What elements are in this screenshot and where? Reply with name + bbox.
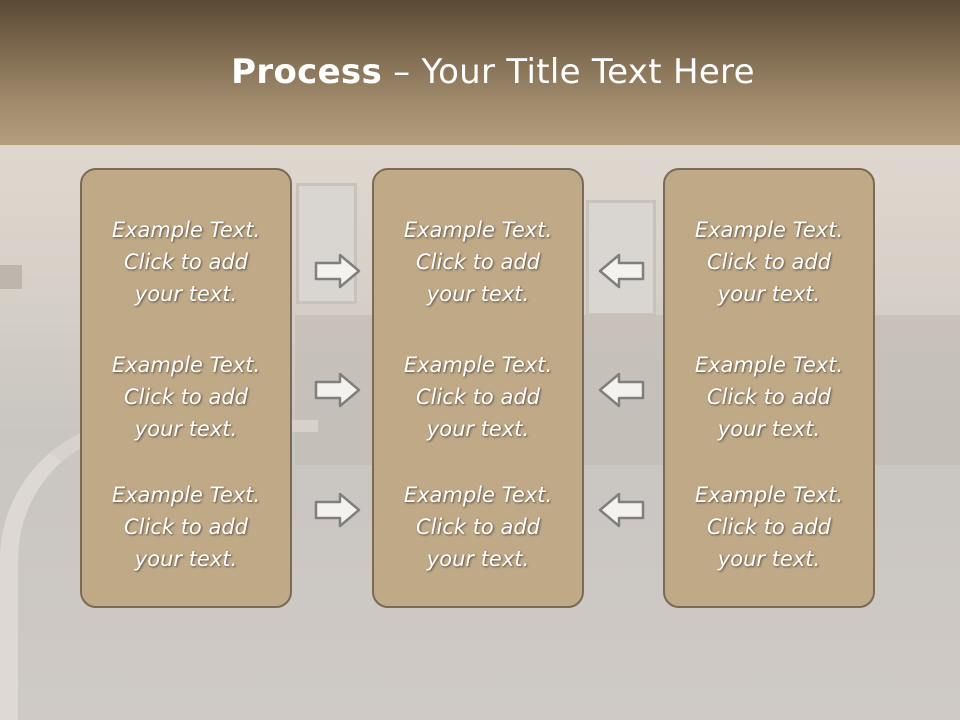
header-band — [0, 0, 960, 145]
text-line: Click to add — [706, 385, 831, 409]
text-line: Example Text. — [403, 218, 553, 242]
text-block[interactable]: Example Text. Click to add your text. — [665, 349, 873, 445]
title-rest: – Your Title Text Here — [382, 52, 755, 92]
text-line: Example Text. — [111, 218, 261, 242]
text-line: Example Text. — [694, 218, 844, 242]
text-line: Example Text. — [694, 353, 844, 377]
text-block[interactable]: Example Text. Click to add your text. — [665, 479, 873, 575]
page-title: Process – Your Title Text Here — [0, 52, 960, 92]
text-block[interactable]: Example Text. Click to add your text. — [82, 479, 290, 575]
text-line: your text. — [717, 282, 821, 306]
text-line: your text. — [426, 547, 530, 571]
text-block[interactable]: Example Text. Click to add your text. — [82, 349, 290, 445]
text-line: Click to add — [706, 250, 831, 274]
background-monitor — [586, 200, 656, 316]
process-box-center[interactable]: Example Text. Click to add your text. Ex… — [372, 168, 584, 608]
text-line: Click to add — [123, 250, 248, 274]
title-bold: Process — [231, 52, 383, 92]
right-arrow-icon — [314, 372, 361, 408]
text-block[interactable]: Example Text. Click to add your text. — [374, 479, 582, 575]
text-block[interactable]: Example Text. Click to add your text. — [374, 214, 582, 310]
right-arrow-icon — [314, 253, 361, 289]
text-line: Click to add — [123, 515, 248, 539]
text-line: your text. — [134, 282, 238, 306]
process-box-right[interactable]: Example Text. Click to add your text. Ex… — [663, 168, 875, 608]
left-arrow-icon — [598, 492, 645, 528]
text-line: Click to add — [415, 250, 540, 274]
text-block[interactable]: Example Text. Click to add your text. — [82, 214, 290, 310]
text-line: Click to add — [706, 515, 831, 539]
right-arrow-icon — [314, 492, 361, 528]
text-line: Example Text. — [403, 353, 553, 377]
left-arrow-icon — [598, 253, 645, 289]
text-line: Click to add — [415, 385, 540, 409]
background-monitor — [296, 183, 357, 304]
text-block[interactable]: Example Text. Click to add your text. — [665, 214, 873, 310]
text-line: Example Text. — [111, 353, 261, 377]
text-block[interactable]: Example Text. Click to add your text. — [374, 349, 582, 445]
text-line: your text. — [134, 547, 238, 571]
text-line: your text. — [717, 547, 821, 571]
text-line: your text. — [426, 417, 530, 441]
left-arrow-icon — [598, 372, 645, 408]
text-line: your text. — [426, 282, 530, 306]
process-box-left[interactable]: Example Text. Click to add your text. Ex… — [80, 168, 292, 608]
text-line: Example Text. — [111, 483, 261, 507]
text-line: Click to add — [415, 515, 540, 539]
text-line: Click to add — [123, 385, 248, 409]
text-line: Example Text. — [694, 483, 844, 507]
text-line: Example Text. — [403, 483, 553, 507]
text-line: your text. — [717, 417, 821, 441]
background-wall-panel — [0, 265, 22, 289]
text-line: your text. — [134, 417, 238, 441]
